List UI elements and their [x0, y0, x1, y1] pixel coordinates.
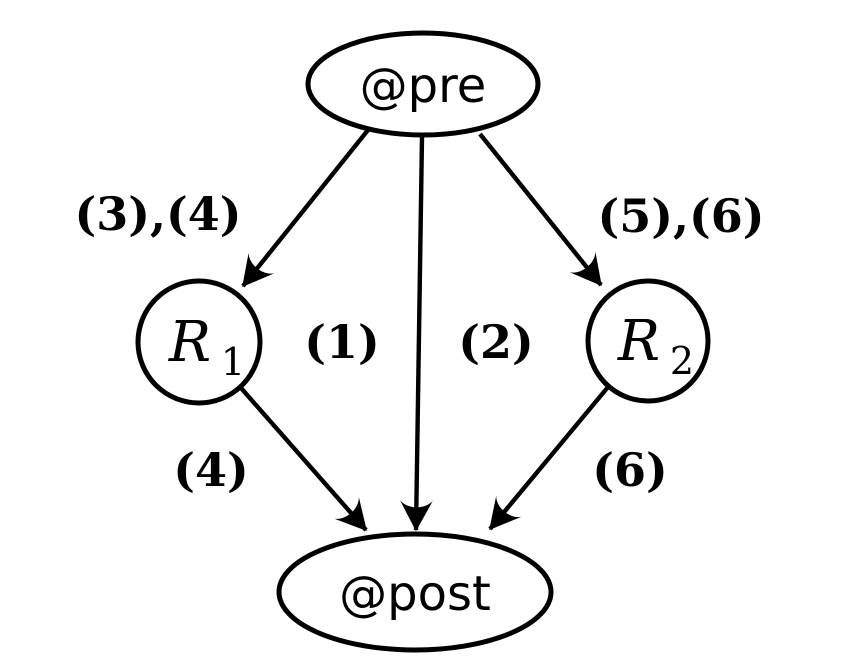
- node-r1-label-subscript: 1: [221, 340, 245, 384]
- edge-r2-to-post: [488, 385, 610, 531]
- edge-label-r2-post: (6): [592, 443, 668, 497]
- edge-pre-to-post: [399, 136, 433, 532]
- node-r1-shape: [135, 278, 263, 406]
- node-r2-label-base: R: [617, 309, 660, 374]
- node-r2-shape: [585, 278, 711, 404]
- node-post-shape: [276, 531, 554, 653]
- node-r2-label-subscript: 2: [670, 339, 694, 383]
- edge-label-pre-post-2: (2): [458, 315, 534, 369]
- node-pre-shape: [305, 30, 541, 138]
- edge-pre-to-r1: [241, 128, 370, 288]
- edge-r1-to-post: [239, 386, 368, 532]
- node-r1-label-base: R: [168, 310, 211, 375]
- node-pre-label: @pre: [360, 58, 487, 114]
- edge-label-pre-r2: (5),(6): [597, 189, 764, 243]
- edge-label-pre-post-1: (1): [304, 315, 380, 369]
- edge-pre-to-r2: [478, 132, 603, 287]
- node-post-label: @post: [339, 566, 491, 622]
- edge-label-pre-r1: (3),(4): [74, 187, 241, 241]
- edge-label-r1-post: (4): [173, 443, 249, 497]
